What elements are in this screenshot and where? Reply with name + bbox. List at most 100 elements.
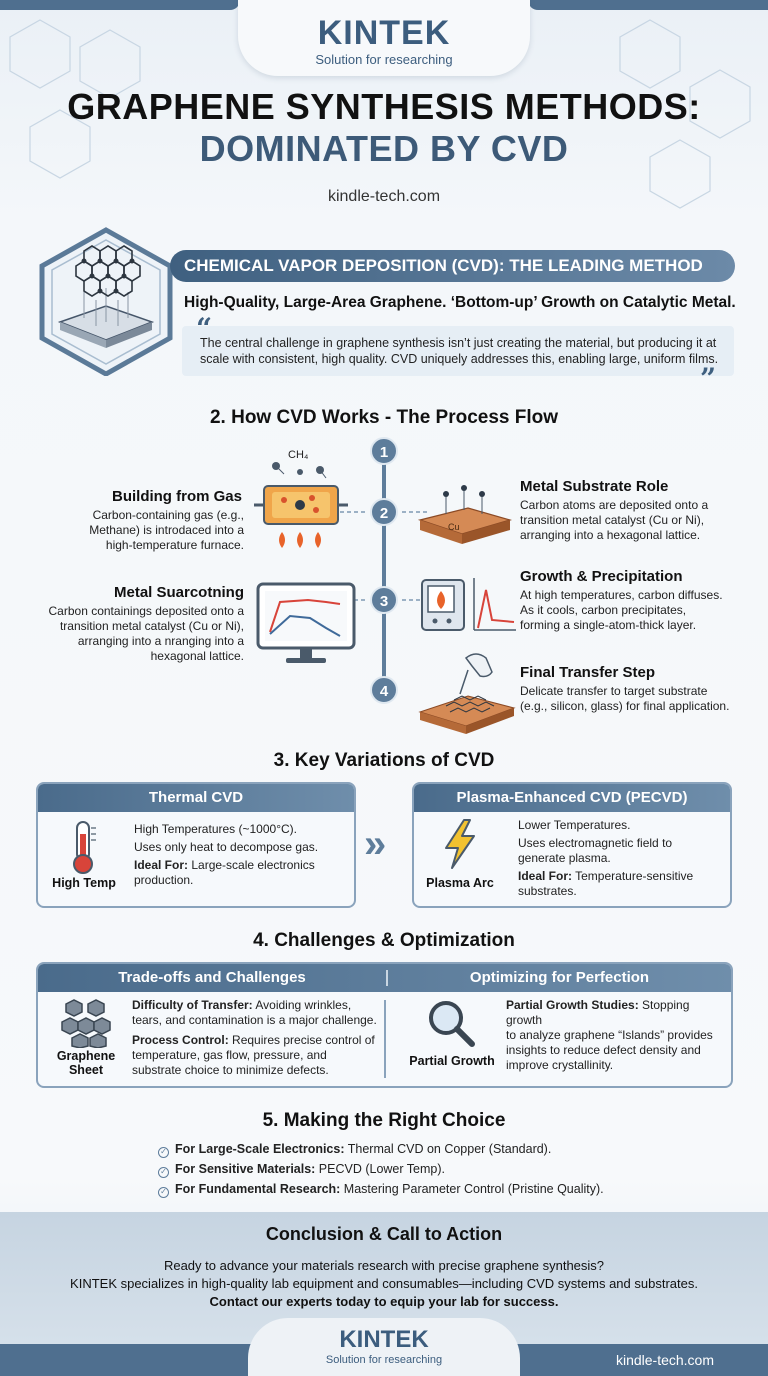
challenges-header: Trade-offs and Challenges Optimizing for… xyxy=(38,964,731,992)
process-heading: 2. How CVD Works - The Process Flow xyxy=(209,407,559,428)
thermal-ideal: Ideal For: Large-scale electronics xyxy=(134,858,344,873)
pecvd-line: Uses electromagnetic field to xyxy=(518,836,673,850)
step-metal-text: Carbon containings deposited onto a tran… xyxy=(30,604,244,664)
footer-site-link[interactable]: kindle-tech.com xyxy=(615,1352,714,1368)
quote-line-1: The central challenge in graphene synthe… xyxy=(200,336,717,350)
step-4-badge: 4 xyxy=(370,676,398,704)
step-gas-title: Building from Gas xyxy=(111,488,242,505)
pecvd-title: Plasma-Enhanced CVD (PECVD) xyxy=(414,784,730,812)
check-icon: ✓ xyxy=(158,1167,169,1178)
step-substrate-text: Carbon atoms are deposited onto a transi… xyxy=(520,498,750,543)
double-chevron-icon: » xyxy=(364,822,387,866)
choice-item: ✓For Large-Scale Electronics: Thermal CV… xyxy=(158,1142,551,1158)
site-link[interactable]: kindle-tech.com xyxy=(327,188,441,205)
step-transfer-text: Delicate transfer to target substrate (e… xyxy=(520,684,760,714)
step-substrate-title: Metal Substrate Role xyxy=(520,478,669,495)
close-quote-icon: ” xyxy=(700,362,717,395)
partial-text: to analyze graphene “Islands” provides xyxy=(506,1028,713,1042)
header-logo-tab xyxy=(238,0,530,76)
pecvd-text: Lower Temperatures. Uses electromagnetic… xyxy=(518,818,724,899)
thermal-line: production. xyxy=(134,873,194,887)
transfer-label: Difficulty of Transfer: xyxy=(132,998,253,1012)
transfer-text: Avoiding wrinkles, xyxy=(252,998,352,1012)
step-growth-line: As it cools, carbon precipitates, xyxy=(520,603,687,617)
header-corner-right xyxy=(528,0,768,10)
open-quote-icon: “ xyxy=(196,312,213,345)
ideal-label: Ideal For: xyxy=(518,869,573,883)
check-icon: ✓ xyxy=(158,1147,169,1158)
thermal-cvd-text: High Temperatures (~1000°C). Uses only h… xyxy=(134,822,344,888)
graphene-sheet-icon xyxy=(61,999,111,1048)
step-metal-line: transition metal catalyst (Cu or Ni), xyxy=(59,619,244,633)
step-metal-title: Metal Suarcotning xyxy=(113,584,244,601)
choice-item: ✓For Sensitive Materials: PECVD (Lower T… xyxy=(158,1162,445,1178)
header-corner-left xyxy=(0,0,240,10)
cvd-section-banner: CHEMICAL VAPOR DEPOSITION (CVD): THE LEA… xyxy=(170,250,735,282)
step-growth-line: At high temperatures, carbon diffuses. xyxy=(520,588,723,602)
partial-line: Partial Growth Studies: Stopping growth xyxy=(506,998,726,1028)
ideal-text: Large-scale electronics xyxy=(188,858,315,872)
transfer-hand-icon xyxy=(418,653,516,734)
choice-label: For Fundamental Research: xyxy=(175,1182,341,1196)
step-growth-title: Growth & Precipitation xyxy=(520,568,683,585)
page-title-line2: DOMINATED BY CVD xyxy=(199,128,569,169)
process-timeline xyxy=(382,440,386,690)
brand-tagline: Solution for researching xyxy=(315,52,453,67)
choice-text: PECVD (Lower Temp). xyxy=(315,1162,445,1176)
contact-cta[interactable]: Contact our experts today to equip your … xyxy=(209,1294,559,1309)
magnifier-icon xyxy=(429,1001,475,1047)
step-gas-text: Carbon-containing gas (e.g., Methane) is… xyxy=(40,508,244,553)
choice-label: For Large-Scale Electronics: xyxy=(175,1142,345,1156)
plasma-arc-label: Plasma Arc xyxy=(426,876,494,890)
step-substrate-line: Carbon atoms are deposited onto a xyxy=(520,498,709,512)
step-transfer-title: Final Transfer Step xyxy=(520,664,656,681)
step-metal-line: hexagonal lattice. xyxy=(150,649,244,663)
pecvd-line: Lower Temperatures. xyxy=(518,818,631,832)
choice-text: Mastering Parameter Control (Pristine Qu… xyxy=(340,1182,604,1196)
control-text: temperature, gas flow, pressure, and xyxy=(132,1048,327,1062)
transfer-text: tears, and contamination is a major chal… xyxy=(132,1013,377,1027)
optimizing-title: Optimizing for Perfection xyxy=(469,969,650,986)
footer-tagline: Solution for researching xyxy=(325,1354,443,1366)
pecvd-ideal: Ideal For: Temperature-sensitive xyxy=(518,869,724,884)
step-2-badge: 2 xyxy=(370,498,398,526)
choice-item: ✓ For Fundamental Research: Mastering Par… xyxy=(158,1182,604,1198)
control-line: Process Control: Requires precise contro… xyxy=(132,1033,378,1048)
step-substrate-line: arranging into a hexagonal lattice. xyxy=(520,528,701,542)
ideal-text: Temperature-sensitive xyxy=(572,869,694,883)
cvd-subtitle: High-Quality, Large-Area Graphene. ‘Bott… xyxy=(184,294,736,311)
graphene-label-line: Sheet xyxy=(68,1063,104,1077)
ideal-label: Ideal For: xyxy=(134,858,189,872)
transfer-line: Difficulty of Transfer: Avoiding wrinkle… xyxy=(132,998,378,1013)
graphene-label-line: Graphene xyxy=(56,1049,116,1063)
control-text: substrate choice to minimize defects. xyxy=(132,1063,329,1077)
thermometer-icon xyxy=(73,821,96,874)
step-3-badge: 3 xyxy=(370,586,398,614)
footer-brand-logo[interactable]: KINTEK xyxy=(339,1326,429,1353)
control-text: Requires precise control of xyxy=(228,1033,375,1047)
substrate-label: Cu xyxy=(448,522,460,532)
partial-label: Partial Growth Studies: xyxy=(506,998,639,1012)
lightning-icon xyxy=(445,819,475,869)
step-growth-line: forming a single-atom-thick layer. xyxy=(520,618,697,632)
cvd-quote: The central challenge in graphene synthe… xyxy=(182,326,734,376)
partial-text: improve crystallinity. xyxy=(506,1058,614,1072)
choice-heading: 5. Making the Right Choice xyxy=(262,1110,506,1131)
step-growth-text: At high temperatures, carbon diffuses. A… xyxy=(520,588,750,633)
pecvd-line: substrates. xyxy=(518,884,577,898)
control-label: Process Control: xyxy=(132,1033,229,1047)
cvd-lattice-icon xyxy=(39,227,173,376)
check-icon: ✓ xyxy=(158,1187,169,1198)
step-gas-line: Methane) is introdaced into a xyxy=(89,523,244,537)
high-temp-label: High Temp xyxy=(52,876,116,890)
furnace-icon: CH₄ xyxy=(254,449,348,548)
optimizing-text: Partial Growth Studies: Stopping growth … xyxy=(506,998,726,1073)
graphene-sheet-label: Graphene Sheet xyxy=(46,1049,126,1077)
hexagon-background xyxy=(9,19,751,209)
thermal-cvd-title: Thermal CVD xyxy=(38,784,354,812)
brand-logo[interactable]: KINTEK xyxy=(317,14,451,52)
oven-graph-icon xyxy=(421,578,516,631)
conclusion-line-1: Ready to advance your materials research… xyxy=(163,1258,605,1273)
quote-line-2: scale with consistent, high quality. CVD… xyxy=(200,352,719,366)
footer-logo-tab xyxy=(248,1318,520,1376)
